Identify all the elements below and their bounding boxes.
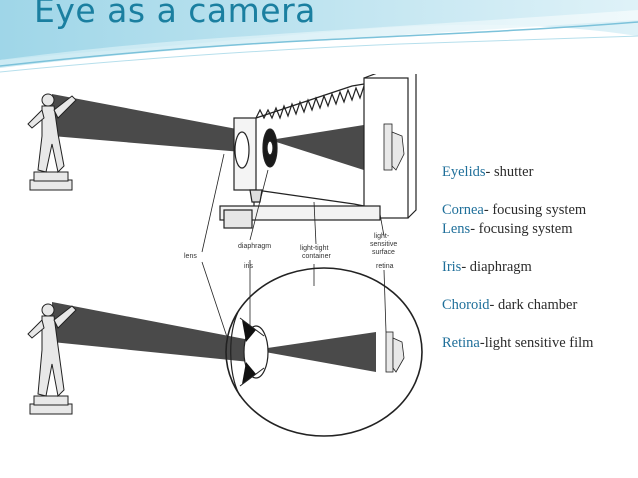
label-diaphragm: diaphragm xyxy=(238,243,271,250)
legend-item-eyelids: Eyelids- shutter xyxy=(442,164,534,180)
label-light-tight-container-1: light-tight xyxy=(300,245,328,252)
statue-figure-top xyxy=(27,93,77,191)
legend-item-cornea: Cornea- focusing system xyxy=(442,202,587,218)
label-retina: retina xyxy=(376,263,394,270)
inverted-image-top xyxy=(383,123,405,171)
legend-item-retina: Retina-light sensitive film xyxy=(442,335,594,351)
label-iris: iris xyxy=(244,263,253,270)
label-light-sensitive-surface-1: light- xyxy=(374,233,390,240)
header-wave-decoration xyxy=(0,0,638,80)
inverted-image-bottom xyxy=(385,331,405,373)
eye-light-beam-in xyxy=(52,302,250,362)
eye-camera-diagram: lens diaphragm light-tight container lig… xyxy=(27,74,423,437)
label-light-sensitive-surface-3: surface xyxy=(372,249,395,256)
legend-list: Eyelids- shutter Cornea- focusing system… xyxy=(442,163,632,353)
statue-figure-bottom xyxy=(27,303,77,415)
slide-title: Eye as a camera xyxy=(34,0,316,30)
legend-item-lens: Lens- focusing system xyxy=(442,221,573,237)
eye-light-beam-out xyxy=(254,332,376,372)
label-light-sensitive-surface-2: sensitive xyxy=(370,241,397,248)
camera-light-beam-in xyxy=(52,94,242,152)
label-lens: lens xyxy=(184,253,197,260)
legend-item-choroid: Choroid- dark chamber xyxy=(442,297,578,313)
camera-light-beam-out xyxy=(270,124,370,172)
eyeball xyxy=(225,267,423,437)
label-leader-lines xyxy=(201,153,387,341)
label-light-tight-container-2: container xyxy=(302,253,331,260)
legend-item-iris: Iris- diaphragm xyxy=(442,259,532,275)
